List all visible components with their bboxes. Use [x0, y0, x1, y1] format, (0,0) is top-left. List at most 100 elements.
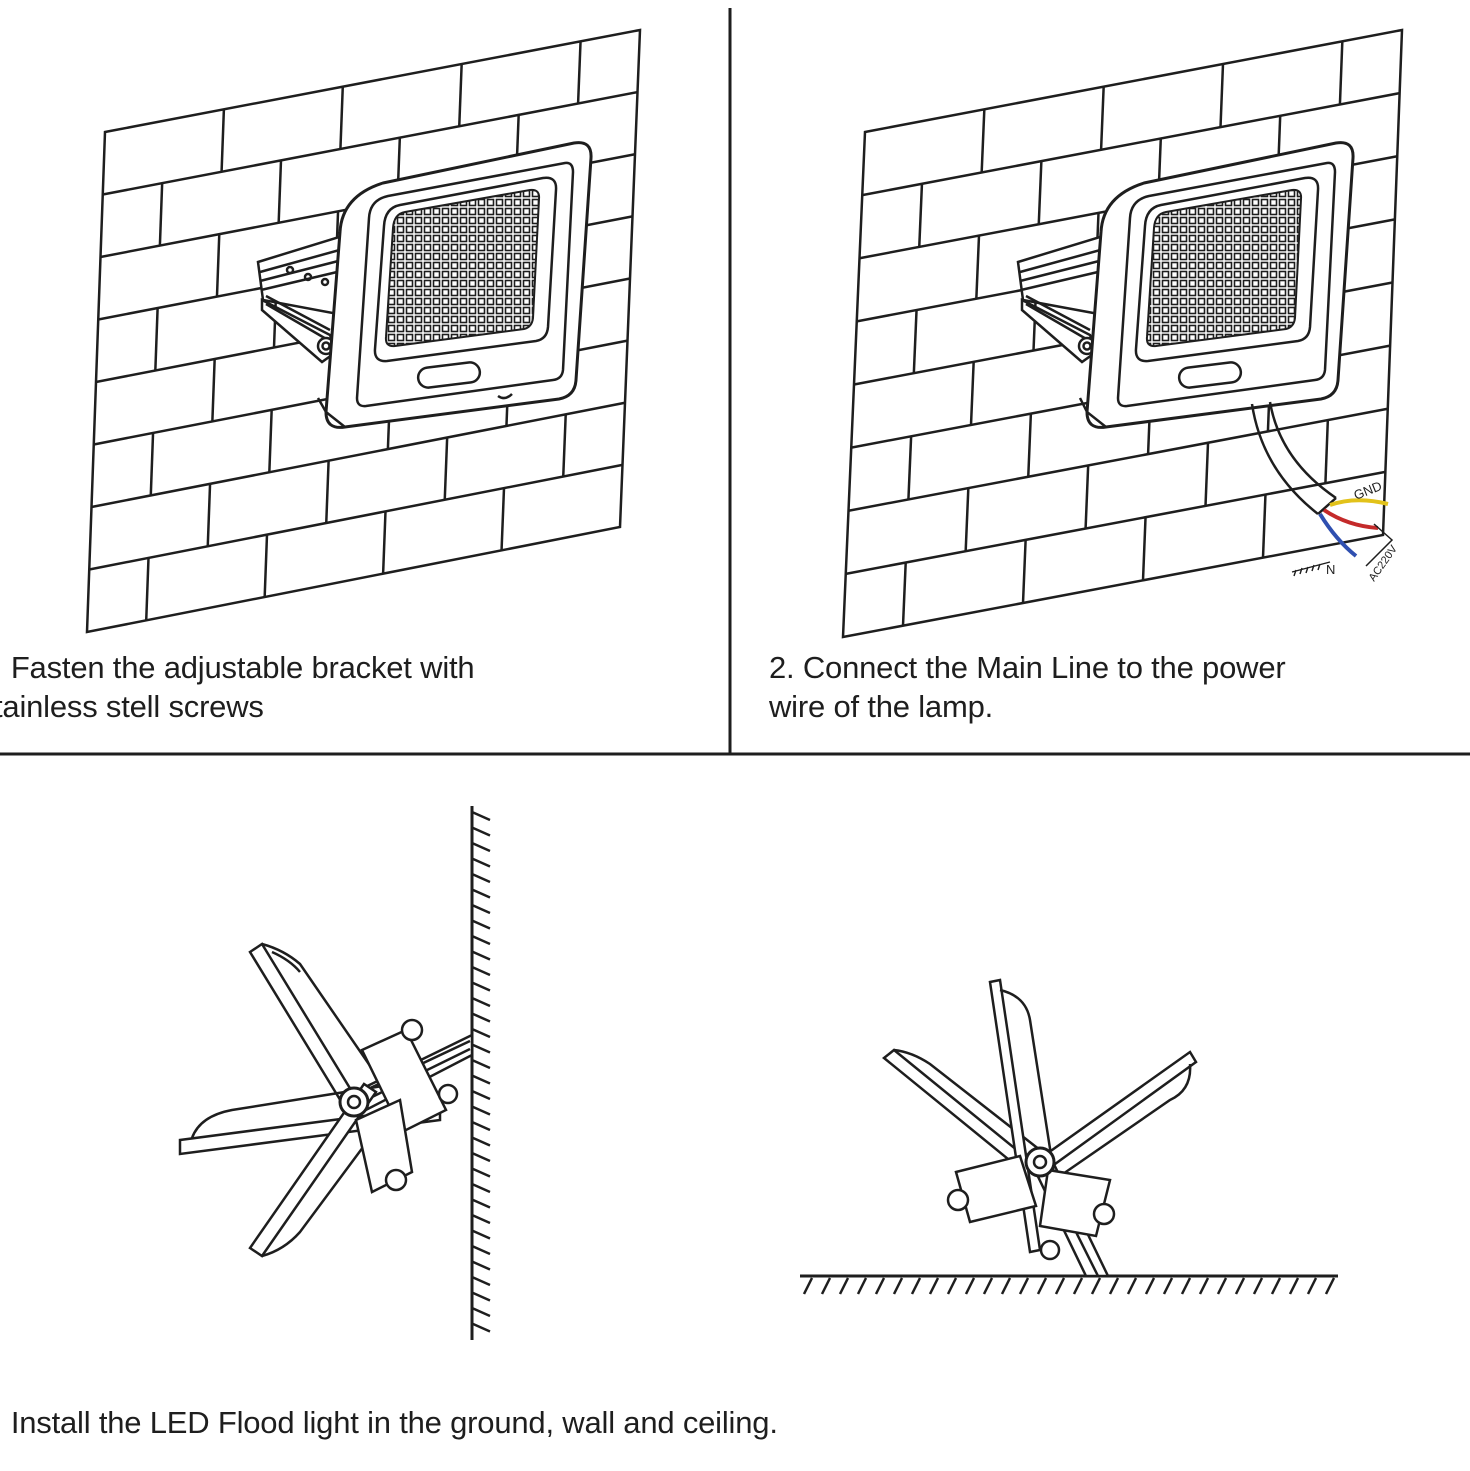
pivot-knob-4: [1024, 1146, 1056, 1178]
wire-red: [1322, 508, 1379, 530]
hatch-mark: [471, 1244, 491, 1256]
hatch-mark: [1180, 1277, 1192, 1295]
hatch-mark: [471, 1012, 491, 1023]
hatch-mark: [471, 1291, 491, 1302]
hatch-mark: [471, 857, 491, 868]
brick-joint: [220, 109, 226, 172]
wire-yellow: [1329, 498, 1389, 507]
hatch-mark: [471, 826, 491, 837]
hatch-mark: [471, 950, 491, 961]
logo-plate-1: [416, 361, 482, 389]
brick-joint: [339, 86, 345, 150]
bracket-1: [256, 231, 356, 364]
hatch-mark: [471, 919, 491, 930]
brick-joint: [912, 309, 918, 374]
brick-joint: [154, 307, 159, 371]
hatch-mark: [1000, 1277, 1012, 1295]
brick-joint: [576, 41, 582, 104]
brick-joint: [1261, 494, 1267, 558]
hatch-mark: [471, 1322, 491, 1333]
brick-joint: [325, 460, 330, 524]
mortar-line: [102, 90, 638, 196]
mortar-line: [862, 91, 1400, 197]
hatch-mark: [471, 1120, 491, 1132]
brick-joint: [458, 63, 463, 127]
hatch-mark: [1162, 1277, 1174, 1295]
brick-joint: [1021, 539, 1027, 604]
mortar-line: [845, 470, 1386, 576]
brick-joint: [1027, 413, 1033, 477]
hatch-mark: [471, 1058, 491, 1070]
mortar-line: [848, 407, 1388, 512]
bracket-screw-3: [320, 277, 330, 287]
hatch-mark: [1018, 1277, 1030, 1295]
hatch-mark: [892, 1277, 904, 1295]
hatch-mark: [838, 1277, 850, 1295]
hatch-mark: [471, 965, 491, 977]
led-array-1: [384, 188, 541, 348]
hatch-mark: [1324, 1277, 1336, 1295]
hatch-mark: [471, 1105, 491, 1116]
hatch-mark: [471, 981, 491, 992]
led-array-2: [1145, 188, 1303, 348]
step2-caption: 2. Connect the Main Line to the power wi…: [769, 648, 1286, 726]
step1-illustration: [85, 28, 642, 634]
hatch-mark: [910, 1277, 922, 1295]
hatch-mark: [471, 996, 491, 1008]
hatch-mark: [471, 841, 491, 853]
brick-joint: [211, 358, 216, 422]
hatch-mark: [1036, 1277, 1048, 1295]
driver-box-4: [946, 1154, 1116, 1261]
hatch-mark: [964, 1277, 976, 1295]
brick-joint: [975, 235, 981, 299]
brick-joint: [268, 409, 273, 473]
brick-joint: [500, 488, 506, 551]
wire-blue: [1318, 512, 1358, 558]
brick-joint: [158, 183, 164, 246]
hatch-mark: [471, 1027, 491, 1039]
hatch-mark: [471, 1275, 491, 1287]
step1-caption-line1: . Fasten the adjustable bracket with: [0, 650, 475, 685]
brick-joint: [1324, 420, 1330, 484]
hatch-mark: [1198, 1277, 1210, 1295]
hatch-mark: [1144, 1277, 1156, 1295]
brick-joint: [562, 414, 567, 477]
hatch-mark: [874, 1277, 886, 1295]
floodlight-1: [316, 141, 593, 429]
step2-illustration: GND N AC220V: [841, 28, 1404, 639]
step1-caption-line2: tainless stell screws: [0, 689, 264, 724]
hatch-mark: [1216, 1277, 1228, 1295]
hatch-mark: [471, 810, 491, 822]
brick-joint: [918, 183, 924, 247]
hatch-mark: [1090, 1277, 1102, 1295]
brick-joint: [1037, 161, 1043, 225]
brick-joint: [969, 361, 975, 426]
step1-caption: . Fasten the adjustable bracket with tai…: [0, 648, 475, 726]
hatch-mark: [802, 1277, 814, 1295]
hatch-mark: [471, 888, 491, 899]
hatch-mark: [471, 1151, 491, 1163]
brick-joint: [964, 488, 970, 552]
driver-box-3: [354, 1018, 459, 1194]
hatch-mark: [820, 1277, 832, 1295]
hatch-mark: [471, 1089, 491, 1101]
brick-joint: [149, 432, 155, 496]
hatch-mark: [471, 903, 491, 915]
hatch-mark: [1072, 1277, 1084, 1295]
hatch-mark: [1054, 1277, 1066, 1295]
brick-joint: [901, 562, 907, 626]
hatch-mark: [471, 1167, 491, 1178]
hatch-mark: [471, 1182, 491, 1194]
brick-joint: [443, 437, 449, 500]
hatch-mark: [1126, 1277, 1138, 1295]
hatch-mark: [471, 1198, 491, 1209]
hatch-mark: [928, 1277, 940, 1295]
lamp-position-right: [1036, 1050, 1198, 1178]
bracket-screw-2: [303, 272, 313, 282]
hatch-mark: [471, 1213, 491, 1225]
brick-joint: [206, 483, 212, 547]
power-cable: [1250, 401, 1394, 577]
hatch-mark: [471, 1043, 491, 1054]
hatch-mark: [471, 1306, 491, 1318]
